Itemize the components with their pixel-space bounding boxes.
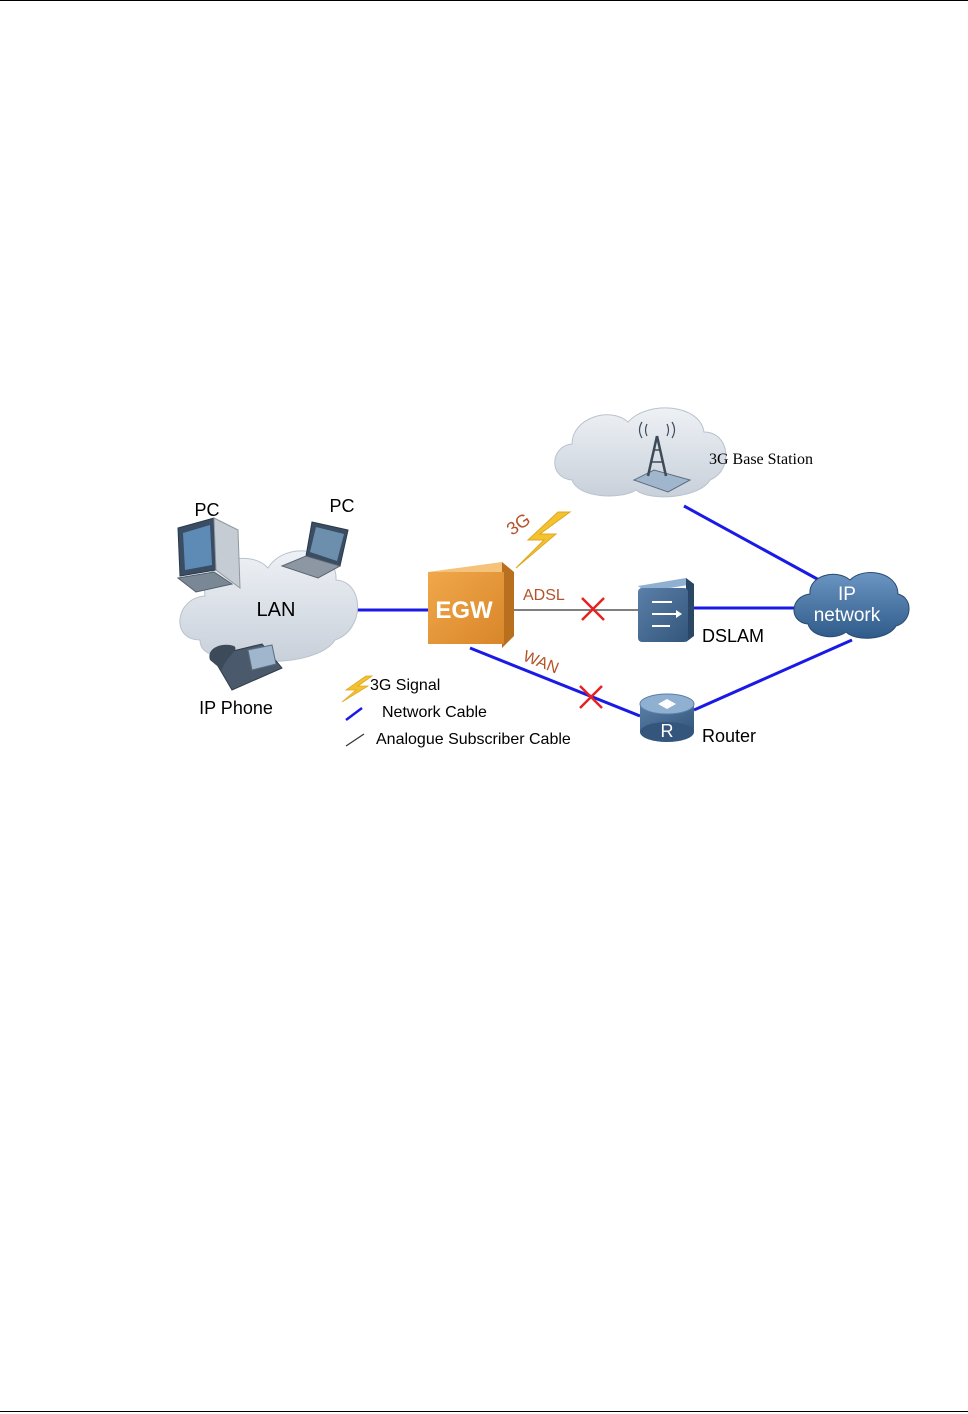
pc-laptop-label: PC	[329, 496, 354, 516]
legend: 3G Signal Network Cable Analogue Subscri…	[342, 676, 571, 748]
lan-label: LAN	[257, 599, 296, 621]
ip-phone-label: IP Phone	[199, 698, 273, 718]
egw-router-cable	[470, 648, 640, 716]
ip-network-label-line2: network	[814, 605, 881, 626]
legend-network-cable-swatch	[346, 708, 362, 720]
wan-label: WAN	[521, 648, 561, 678]
wireless-label: 3G	[503, 509, 534, 539]
router-label: Router	[702, 726, 756, 746]
legend-signal-label: 3G Signal	[370, 677, 440, 694]
ip-phone-icon	[209, 644, 282, 690]
base-station-cloud	[555, 408, 726, 497]
legend-analogue-cable-label: Analogue Subscriber Cable	[376, 731, 571, 748]
laptop-icon	[282, 522, 348, 578]
legend-network-cable-label: Network Cable	[382, 704, 487, 721]
pc-desktop-label: PC	[194, 500, 219, 520]
egw-label: EGW	[435, 597, 493, 624]
legend-analogue-cable-swatch	[346, 734, 364, 746]
router-glyph: R	[661, 721, 674, 741]
dslam-icon	[638, 578, 694, 642]
legend-signal-icon	[342, 676, 372, 702]
base-station-label: 3G Base Station	[709, 451, 813, 468]
desktop-pc-icon	[178, 518, 240, 592]
ip-network-label-line1: IP	[838, 584, 856, 605]
router-ip-cable	[694, 640, 852, 710]
basestation-ip-cable	[684, 506, 830, 586]
adsl-label: ADSL	[523, 587, 565, 604]
dslam-label: DSLAM	[702, 626, 764, 646]
wan-fault-icon	[580, 686, 602, 708]
adsl-fault-icon	[582, 598, 604, 620]
